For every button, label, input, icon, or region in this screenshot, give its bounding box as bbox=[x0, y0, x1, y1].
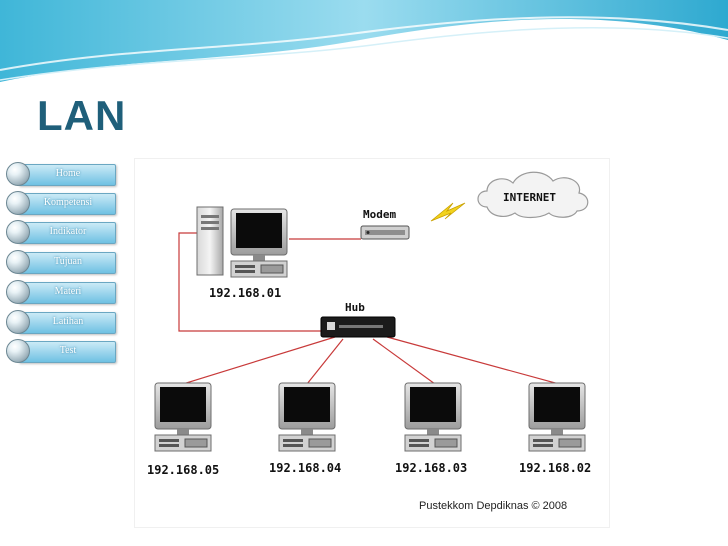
nav-indikator-button[interactable]: Indikator bbox=[6, 220, 116, 244]
header-wave bbox=[0, 0, 728, 82]
nav-ball-icon bbox=[6, 191, 30, 215]
server-ip-label: 192.168.01 bbox=[209, 286, 282, 300]
client-ip-label: 192.168.02 bbox=[519, 461, 592, 475]
slide-title: LAN bbox=[37, 92, 127, 139]
hub-label: Hub bbox=[345, 301, 365, 314]
nav-test-label: Test bbox=[59, 345, 77, 356]
modem-icon bbox=[360, 225, 410, 240]
nav-materi-button[interactable]: Materi bbox=[6, 280, 116, 304]
lan-diagram-graphic bbox=[154, 171, 589, 452]
network-links bbox=[178, 232, 560, 385]
client-computer-icon bbox=[404, 382, 462, 452]
client-computer-icon bbox=[154, 382, 212, 452]
nav-home-button[interactable]: Home bbox=[6, 162, 116, 186]
hub-icon bbox=[320, 316, 396, 338]
nav-tujuan-button[interactable]: Tujuan bbox=[6, 250, 116, 274]
nav-kompetensi-button[interactable]: Kompetensi bbox=[6, 191, 116, 215]
client-computer-icon bbox=[278, 382, 336, 452]
nav-latihan-button[interactable]: Latihan bbox=[6, 310, 116, 334]
nav-ball-icon bbox=[6, 339, 30, 363]
internet-label: INTERNET bbox=[503, 191, 556, 204]
internet-cloud-icon bbox=[477, 171, 589, 219]
nav-ball-icon bbox=[6, 250, 30, 274]
nav-latihan-label: Latihan bbox=[52, 316, 84, 327]
nav-tujuan-label: Tujuan bbox=[54, 256, 82, 267]
lan-diagram: 192.168.01 Modem INTERNET Hub 192.168.05… bbox=[134, 158, 610, 528]
nav-indikator-label: Indikator bbox=[49, 226, 87, 237]
nav-ball-icon bbox=[6, 310, 30, 334]
nav-kompetensi-label: Kompetensi bbox=[43, 197, 93, 208]
modem-label: Modem bbox=[363, 208, 397, 221]
nav-materi-label: Materi bbox=[54, 286, 82, 297]
copyright-credit: Pustekkom Depdiknas © 2008 bbox=[419, 500, 568, 512]
nav-test-button[interactable]: Test bbox=[6, 339, 116, 363]
nav-ball-icon bbox=[6, 220, 30, 244]
client-ip-label: 192.168.04 bbox=[269, 461, 342, 475]
client-ip-label: 192.168.05 bbox=[147, 463, 220, 477]
server-computer-icon bbox=[196, 206, 288, 278]
client-ip-label: 192.168.03 bbox=[395, 461, 468, 475]
nav-ball-icon bbox=[6, 280, 30, 304]
client-computer-icon bbox=[528, 382, 586, 452]
nav-home-label: Home bbox=[55, 168, 81, 179]
wireless-link-icon bbox=[430, 202, 466, 222]
nav-ball-icon bbox=[6, 162, 30, 186]
